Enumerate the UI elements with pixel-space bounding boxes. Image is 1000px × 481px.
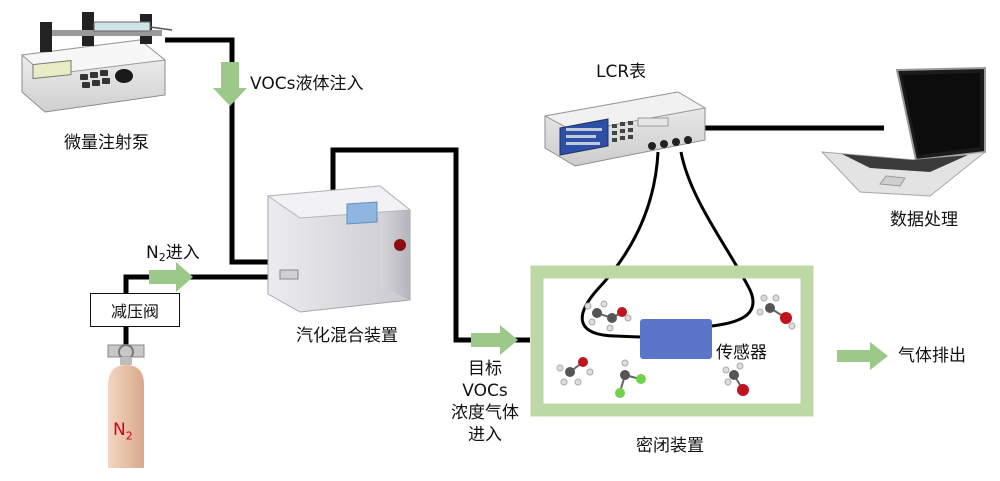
- arrow-gas-exhaust: [837, 342, 888, 370]
- lcr-meter-icon: [543, 91, 707, 167]
- gas-exhaust-label: 气体排出: [898, 346, 966, 366]
- gas-cylinder-icon: [107, 344, 145, 468]
- sensor-chip: [640, 319, 712, 359]
- sealed-chamber-label: 密闭装置: [636, 436, 704, 456]
- target-gas-line3: 浓度气体: [451, 403, 519, 423]
- arrow-n2-in: [149, 262, 193, 292]
- data-processing-label: 数据处理: [890, 210, 958, 230]
- cylinder-label: N2: [113, 420, 133, 443]
- target-gas-line4: 进入: [468, 425, 502, 445]
- sensor-label: 传感器: [716, 343, 767, 363]
- target-gas-label: 目标 VOCs 浓度气体 进入: [450, 358, 520, 446]
- lcr-meter-label: LCR表: [596, 62, 647, 82]
- pipe-n2-to-vaporizer: [123, 274, 290, 293]
- pressure-valve-label: 减压阀: [110, 302, 159, 321]
- pipes: [123, 37, 884, 345]
- n2-in-label: N2进入: [146, 243, 200, 264]
- vocs-liquid-injection-label: VOCs液体注入: [250, 74, 364, 94]
- sealed-chamber-frame: [530, 265, 814, 417]
- pipe-syringe-to-vaporizer: [165, 37, 282, 265]
- syringe-pump-label: 微量注射泵: [64, 133, 149, 153]
- arrow-target-gas: [471, 325, 518, 355]
- molecule-icon: [556, 294, 796, 398]
- arrow-vocs-liquid: [213, 62, 247, 106]
- target-gas-line2: VOCs: [462, 381, 508, 401]
- vaporizer-icon: [266, 185, 412, 313]
- laptop-icon: [820, 66, 987, 197]
- sensor-cables: [580, 151, 755, 339]
- target-gas-line1: 目标: [468, 359, 502, 379]
- syringe-pump-icon: [20, 12, 173, 113]
- pressure-valve-box: 减压阀: [90, 293, 180, 327]
- vaporizer-mixer-label: 汽化混合装置: [296, 326, 398, 346]
